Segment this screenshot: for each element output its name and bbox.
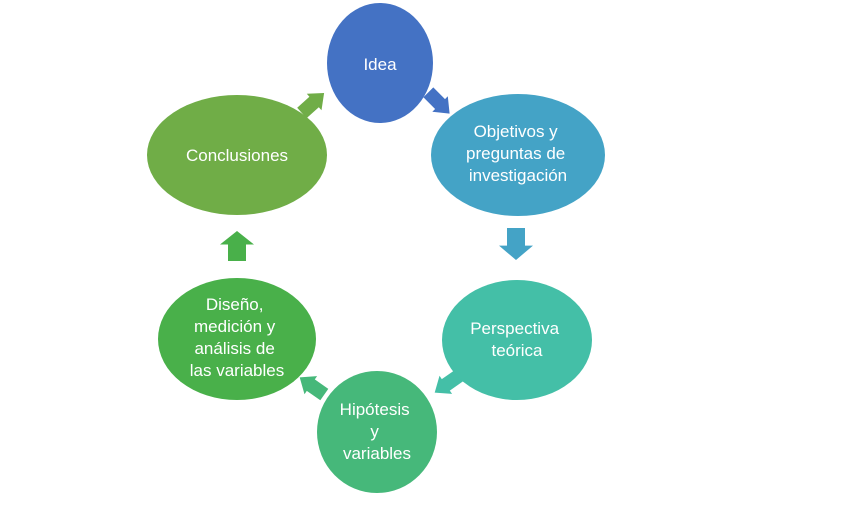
node-perspectiva-line-2: teórica bbox=[491, 341, 543, 360]
node-objetivos-line-1: Objetivos y bbox=[474, 122, 559, 141]
arrow-hipotesis-to-diseno bbox=[299, 376, 329, 401]
svg-text:Perspectiva teórica: Perspectiva teórica bbox=[470, 319, 564, 360]
node-conclusiones: Conclusiones bbox=[147, 95, 327, 215]
svg-text:Conclusiones: Conclusiones bbox=[186, 146, 288, 165]
node-diseno: Diseño, medición y análisis de las varia… bbox=[158, 278, 316, 400]
node-hipotesis-line-2: y bbox=[370, 422, 379, 441]
node-objetivos-line-2: preguntas de bbox=[466, 144, 565, 163]
node-perspectiva-line-1: Perspectiva bbox=[470, 319, 559, 338]
node-idea: Idea bbox=[327, 3, 433, 123]
node-objetivos: Objetivos y preguntas de investigación bbox=[431, 94, 605, 216]
node-diseno-line-3: análisis de bbox=[194, 339, 274, 358]
node-hipotesis-line-1: Hipótesis bbox=[340, 400, 410, 419]
node-hipotesis: Hipótesis y variables bbox=[317, 371, 437, 493]
arrow-perspectiva-to-hipotesis bbox=[434, 369, 464, 394]
node-diseno-line-2: medición y bbox=[194, 317, 276, 336]
svg-text:Hipótesis y variab: Hipótesis y variables bbox=[340, 400, 415, 463]
arrow-conclusiones-to-idea bbox=[297, 93, 325, 119]
arrow-objetivos-to-perspectiva bbox=[499, 228, 533, 260]
svg-text:Objetivos y preguntas de: Objetivos y preguntas de investigación bbox=[466, 122, 570, 185]
svg-text:Idea: Idea bbox=[363, 55, 397, 74]
node-diseno-line-1: Diseño, bbox=[206, 295, 264, 314]
svg-text:Diseño, medición y: Diseño, medición y análisis de las varia… bbox=[190, 295, 285, 380]
node-idea-line-1: Idea bbox=[363, 55, 397, 74]
node-perspectiva: Perspectiva teórica bbox=[442, 280, 592, 400]
node-diseno-line-4: las variables bbox=[190, 361, 285, 380]
arrow-diseno-to-conclusiones bbox=[220, 231, 254, 261]
arrow-idea-to-objetivos bbox=[423, 87, 450, 114]
node-conclusiones-line-1: Conclusiones bbox=[186, 146, 288, 165]
node-objetivos-line-3: investigación bbox=[469, 166, 567, 185]
node-hipotesis-line-3: variables bbox=[343, 444, 411, 463]
